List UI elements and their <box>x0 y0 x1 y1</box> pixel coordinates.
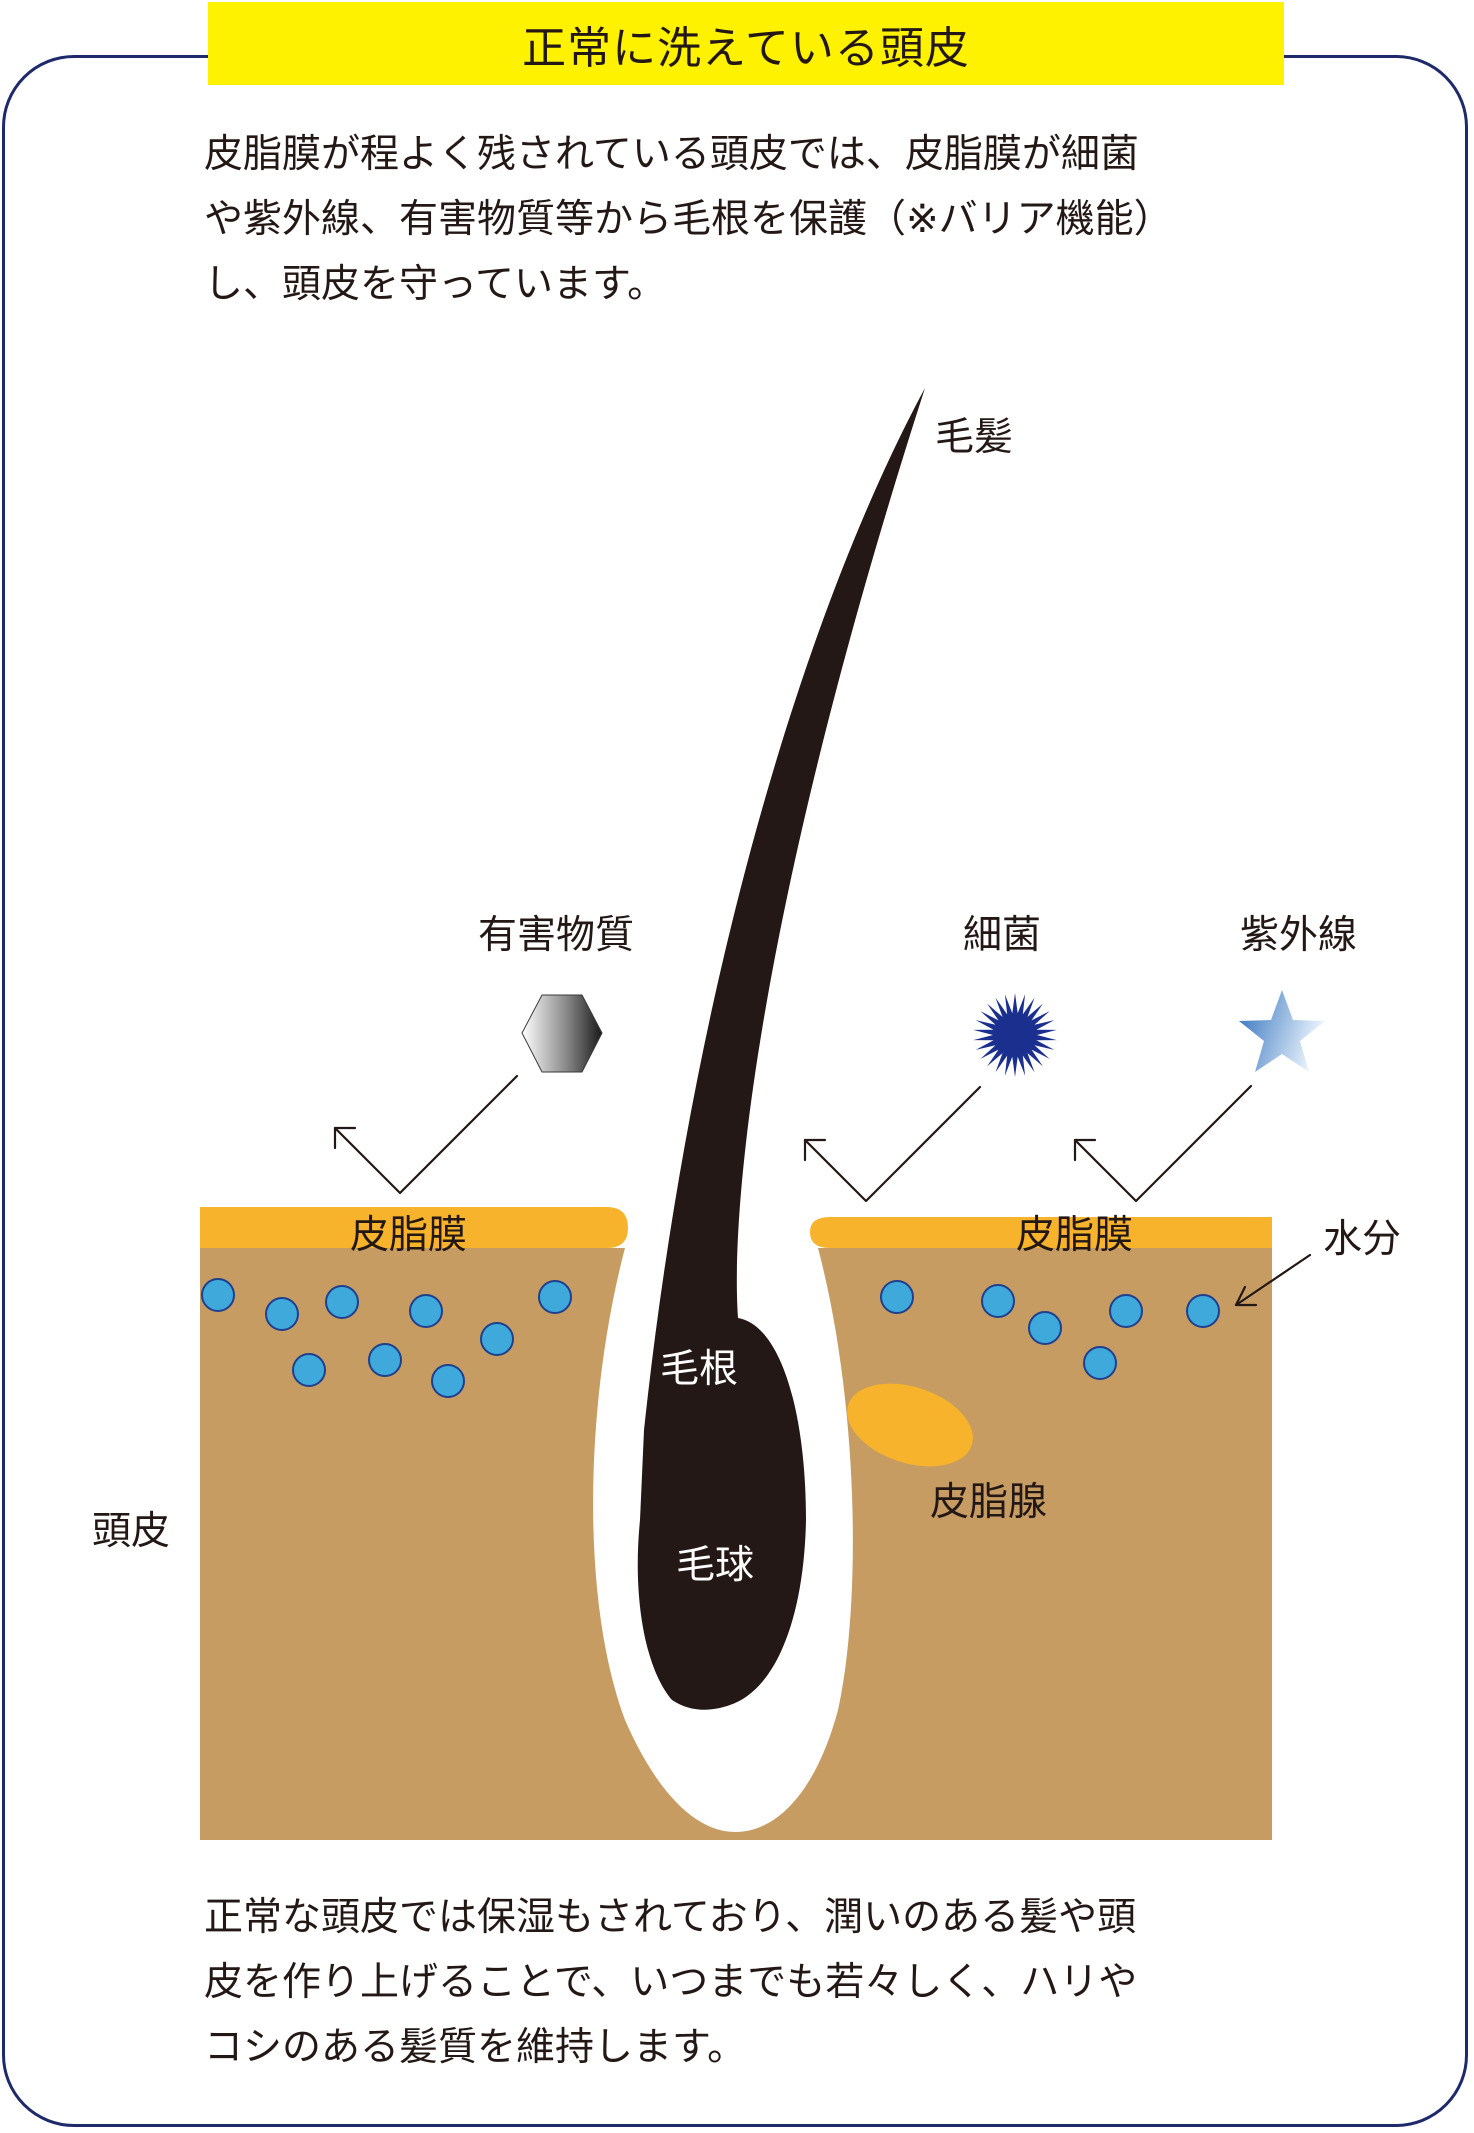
sebaceous-gland <box>847 1383 973 1467</box>
hair-shaft <box>637 388 925 1710</box>
moisture-drop <box>201 1278 235 1312</box>
moisture-drop <box>431 1364 465 1398</box>
label-hair-root: 毛根 <box>660 1347 738 1392</box>
title-banner: 正常に洗えている頭皮 <box>208 2 1284 85</box>
harmful-deflect-arrow <box>333 1074 519 1195</box>
page-title: 正常に洗えている頭皮 <box>522 22 970 74</box>
label-sebum-film-right: 皮脂膜 <box>1016 1213 1133 1258</box>
sebum-film-left <box>200 1207 628 1248</box>
moisture-drop <box>1028 1311 1062 1345</box>
uv-deflect-arrow <box>1073 1084 1253 1203</box>
moisture-drop <box>325 1285 359 1319</box>
moisture-drop <box>1109 1294 1143 1328</box>
bacteria-deflect-arrow <box>803 1085 982 1203</box>
moisture-drop <box>368 1343 402 1377</box>
intro-paragraph: 皮脂膜が程よく残されている頭皮では、皮脂膜が細菌 や紫外線、有害物質等から毛根を… <box>204 132 1173 307</box>
moisture-drop <box>409 1294 443 1328</box>
moisture-drop <box>880 1280 914 1314</box>
moisture-drop <box>292 1353 326 1387</box>
moisture-drop <box>265 1297 299 1331</box>
moisture-drops-right <box>880 1280 1220 1380</box>
label-sebum-film-left: 皮脂膜 <box>350 1213 467 1258</box>
uv-star-icon <box>1239 990 1325 1072</box>
label-scalp: 頭皮 <box>92 1509 170 1554</box>
label-hair-bulb: 毛球 <box>676 1543 754 1588</box>
harmful-substance-icon <box>521 994 603 1073</box>
label-harmful-substance: 有害物質 <box>478 913 634 958</box>
outro-paragraph: 正常な頭皮では保湿もされており、潤いのある髪や頭 皮を作り上げることで、いつまで… <box>204 1895 1138 2070</box>
label-bacteria: 細菌 <box>963 913 1041 958</box>
sebum-film-right <box>810 1217 1272 1248</box>
label-hair: 毛髪 <box>935 415 1013 460</box>
moisture-drops-left <box>201 1278 572 1398</box>
moisture-drop <box>538 1280 572 1314</box>
moisture-drop <box>1083 1346 1117 1380</box>
moisture-drop <box>1186 1294 1220 1328</box>
label-uv: 紫外線 <box>1240 913 1357 958</box>
label-moisture: 水分 <box>1323 1217 1401 1262</box>
bacteria-icon <box>973 993 1057 1077</box>
label-sebaceous-gland: 皮脂腺 <box>930 1480 1047 1525</box>
moisture-drop <box>480 1322 514 1356</box>
moisture-drop <box>981 1284 1015 1318</box>
moisture-pointer-arrow <box>1234 1253 1312 1307</box>
